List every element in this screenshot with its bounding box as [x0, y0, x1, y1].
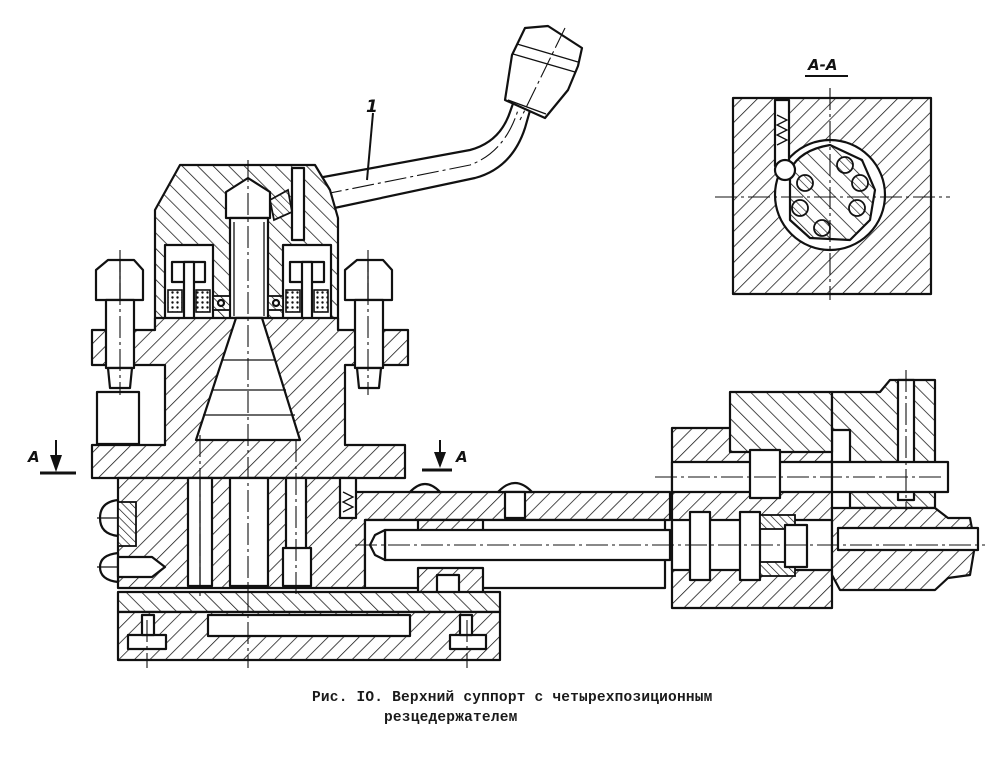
part-label-1: 1	[366, 97, 378, 181]
gearbox	[670, 390, 834, 610]
section-a-a-view: А-А	[715, 56, 950, 300]
base-flange	[90, 316, 410, 480]
lever-handle	[316, 24, 584, 212]
svg-text:А: А	[455, 448, 468, 466]
center-lines	[119, 160, 985, 668]
end-bracket	[830, 378, 980, 592]
section-marker-left: А	[27, 440, 76, 475]
caption-line-1: Рис. IO. Верхний суппорт с четырехпозици…	[312, 690, 713, 706]
base-plate	[116, 590, 502, 662]
figure-caption: Рис. IO. Верхний суппорт с четырехпозици…	[312, 688, 713, 728]
tool-holder-head	[153, 163, 340, 332]
section-marker-right: А	[422, 440, 468, 472]
svg-text:1: 1	[366, 97, 378, 117]
top-screws	[408, 481, 534, 520]
svg-text:А-А: А-А	[807, 56, 837, 74]
svg-text:А: А	[27, 448, 40, 466]
side-screws	[97, 498, 167, 584]
caption-line-2: резцедержателем	[384, 710, 518, 726]
right-clamp-bolt	[343, 258, 394, 390]
